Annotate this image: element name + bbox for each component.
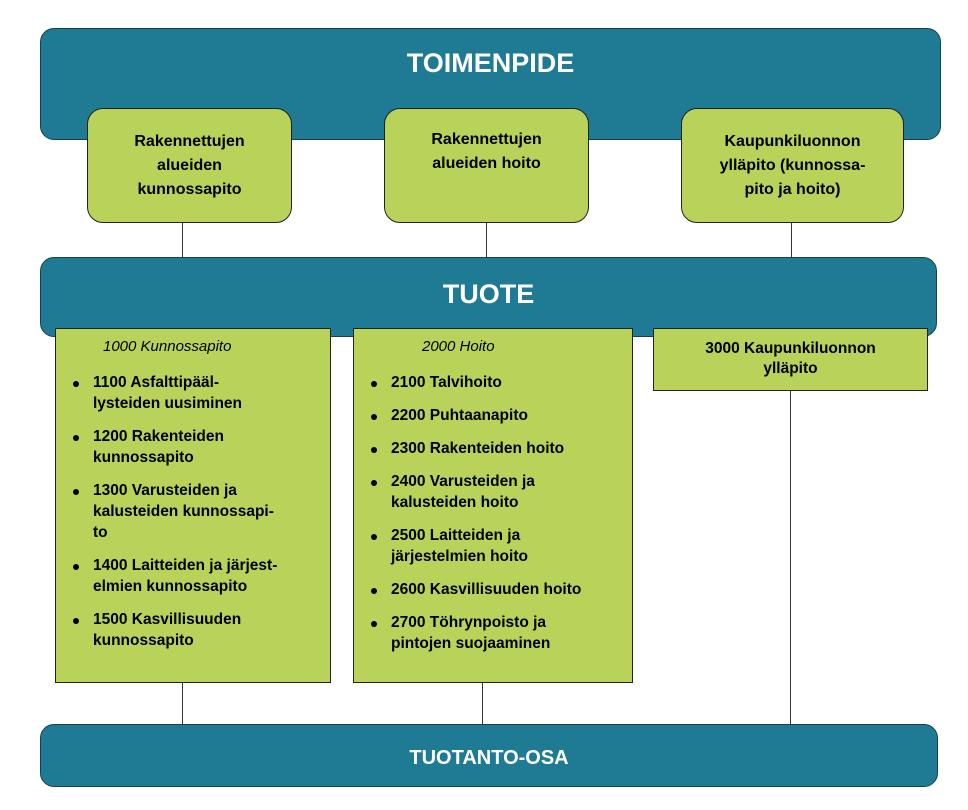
bullet-icon	[371, 480, 377, 486]
list-item-label: 1300 Varusteiden ja kalusteiden kunnossa…	[93, 482, 274, 541]
bullet-icon	[371, 381, 377, 387]
list-item-label: 2500 Laitteiden ja järjestelmien hoito	[391, 527, 528, 565]
group-item-list: 1100 Asfalttipääl- lysteiden uusiminen 1…	[73, 372, 328, 663]
list-item-label: 1500 Kasvillisuuden kunnossapito	[93, 611, 242, 649]
list-item: 1200 Rakenteiden kunnossapito	[73, 426, 328, 468]
list-item: 2300 Rakenteiden hoito	[371, 438, 633, 459]
list-item-label: 2100 Talvihoito	[391, 374, 502, 391]
group-heading: 3000 Kaupunkiluonnon ylläpito	[705, 340, 876, 377]
toimenpide-item-kunnossapito: Rakennettujen alueiden kunnossapito	[87, 108, 292, 223]
tuote-group-kunnossapito: 1000 Kunnossapito 1100 Asfalttipääl- lys…	[55, 328, 331, 683]
toimenpide-item-hoito: Rakennettujen alueiden hoito	[384, 108, 589, 223]
bullet-icon	[371, 447, 377, 453]
bullet-icon	[371, 621, 377, 627]
connector-line	[791, 222, 792, 258]
list-item-label: 2400 Varusteiden ja kalusteiden hoito	[391, 473, 535, 511]
list-item: 1500 Kasvillisuuden kunnossapito	[73, 609, 328, 651]
tuote-title: TUOTE	[442, 279, 535, 309]
list-item-label: 1100 Asfalttipääl- lysteiden uusiminen	[93, 374, 243, 412]
list-item: 2400 Varusteiden ja kalusteiden hoito	[371, 471, 633, 513]
tuote-group-kaupunkiluonto: 3000 Kaupunkiluonnon ylläpito	[653, 328, 928, 391]
list-item: 2500 Laitteiden ja järjestelmien hoito	[371, 525, 633, 567]
connector-line	[182, 222, 183, 258]
list-item: 2200 Puhtaanapito	[371, 405, 633, 426]
connector-line	[182, 682, 183, 725]
tuote-group-hoito: 2000 Hoito 2100 Talvihoito 2200 Puhtaana…	[353, 328, 633, 683]
list-item-label: 2600 Kasvillisuuden hoito	[391, 581, 582, 598]
tuotanto-osa-band: TUOTANTO-OSA	[40, 724, 938, 787]
toimenpide-title: TOIMENPIDE	[406, 48, 575, 78]
group-item-list: 2100 Talvihoito 2200 Puhtaanapito 2300 R…	[371, 372, 633, 666]
group-heading: 1000 Kunnossapito	[103, 338, 232, 355]
list-item: 2700 Töhrynpoisto ja pintojen suojaamine…	[371, 612, 633, 654]
list-item-label: 1200 Rakenteiden kunnossapito	[93, 428, 224, 466]
list-item-label: 1400 Laitteiden ja järjest- elmien kunno…	[93, 557, 278, 595]
list-item: 2100 Talvihoito	[371, 372, 633, 393]
list-item: 1400 Laitteiden ja järjest- elmien kunno…	[73, 555, 328, 597]
list-item-label: 2300 Rakenteiden hoito	[391, 440, 565, 457]
bullet-icon	[73, 435, 79, 441]
tuotanto-osa-title: TUOTANTO-OSA	[409, 747, 569, 769]
bullet-icon	[371, 414, 377, 420]
list-item: 1300 Varusteiden ja kalusteiden kunnossa…	[73, 480, 328, 543]
list-item-label: 2200 Puhtaanapito	[391, 407, 528, 424]
tuote-band: TUOTE	[40, 257, 937, 337]
list-item: 1100 Asfalttipääl- lysteiden uusiminen	[73, 372, 328, 414]
bullet-icon	[73, 381, 79, 387]
list-item-label: 2700 Töhrynpoisto ja pintojen suojaamine…	[391, 614, 551, 652]
bullet-icon	[371, 588, 377, 594]
connector-line	[486, 222, 487, 258]
group-heading: 2000 Hoito	[422, 338, 495, 355]
bullet-icon	[371, 534, 377, 540]
connector-line	[790, 390, 791, 725]
toimenpide-item-kaupunkiluonto: Kaupunkiluonnon ylläpito (kunnossa- pito…	[681, 108, 904, 223]
bullet-icon	[73, 618, 79, 624]
bullet-icon	[73, 564, 79, 570]
list-item: 2600 Kasvillisuuden hoito	[371, 579, 633, 600]
connector-line	[482, 682, 483, 725]
bullet-icon	[73, 489, 79, 495]
